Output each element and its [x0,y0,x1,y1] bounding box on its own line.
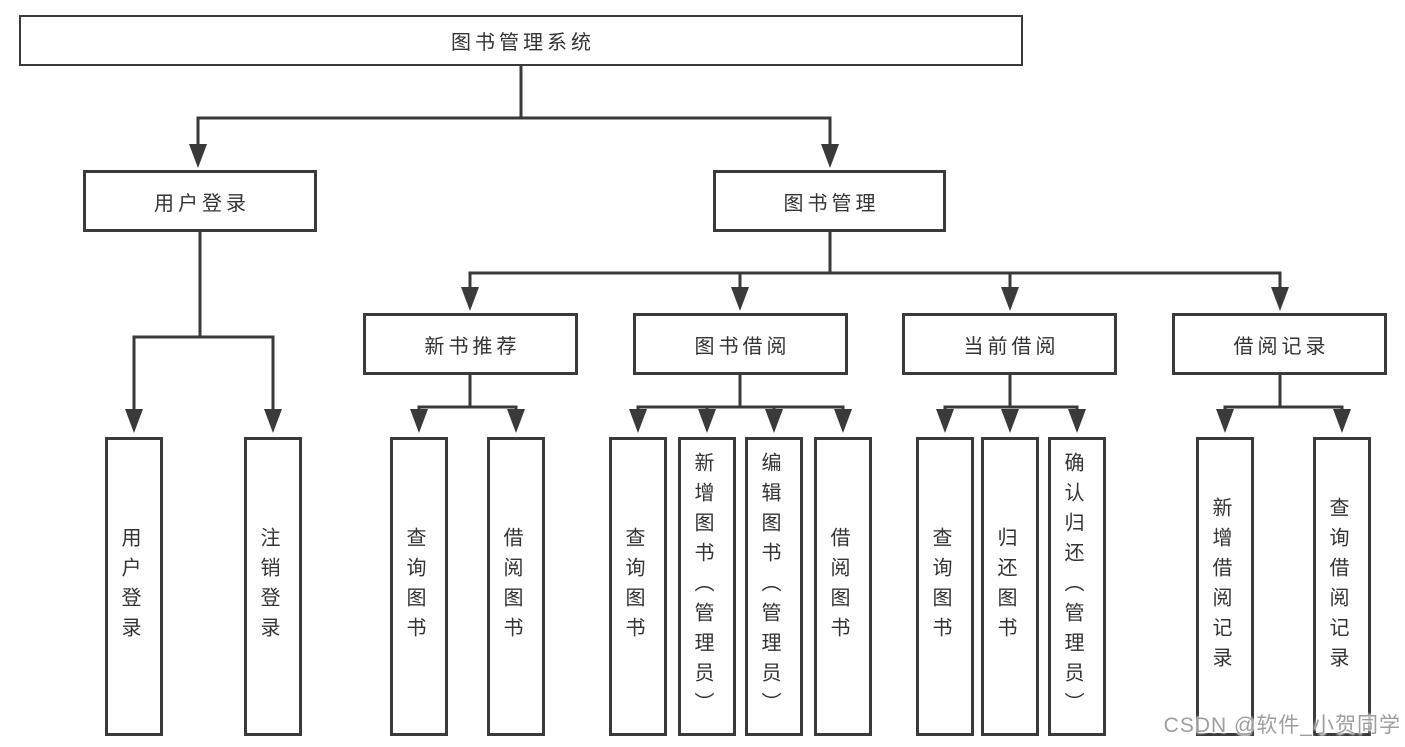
node-label: 查询图书 [403,526,425,647]
node-return-book: 归还图书 [981,437,1039,736]
node-add-borrow-record: 新增借阅记录 [1196,437,1254,736]
node-label: 当前借阅 [963,335,1060,358]
node-label: 查询借阅记录 [1326,496,1348,677]
node-user-login: 用户登录 [83,170,317,232]
node-label: 注销登录 [257,526,279,647]
node-label: 查询图书 [622,526,644,647]
node-borrow-books-leaf: 借阅图书 [814,437,872,736]
node-query-books-current: 查询图书 [916,437,974,736]
node-label: 新书推荐 [424,335,521,358]
node-label: 编辑图书（管理员） [758,451,780,722]
node-query-books-recommend: 查询图书 [390,437,448,736]
node-book-management: 图书管理 [713,170,946,232]
node-label: 用户登录 [118,526,140,647]
node-logout: 注销登录 [244,437,302,736]
node-label: 借阅图书 [500,526,522,647]
node-label: 新增借阅记录 [1209,496,1231,677]
node-edit-book-admin: 编辑图书（管理员） [745,437,803,736]
node-label: 查询图书 [929,526,951,647]
node-label: 新增图书（管理员） [691,451,713,722]
csdn-watermark: CSDN @软件_小贺同学 [1163,714,1401,737]
node-query-borrow-record: 查询借阅记录 [1313,437,1371,736]
node-label: 图书管理 [783,192,880,215]
node-label: 借阅记录 [1233,335,1330,358]
node-label: 借阅图书 [827,526,849,647]
node-query-books-borrow: 查询图书 [609,437,667,736]
node-label: 图书管理系统 [451,32,595,54]
node-user-login-leaf: 用户登录 [105,437,163,736]
node-label: 归还图书 [994,526,1016,647]
node-current-borrowing: 当前借阅 [902,313,1117,375]
node-new-book-recommend: 新书推荐 [363,313,578,375]
node-label: 确认归还（管理员） [1061,451,1083,722]
node-label: 用户登录 [154,192,250,215]
node-library-system: 图书管理系统 [19,15,1023,66]
node-label: 图书借阅 [694,335,791,358]
node-borrowing-records: 借阅记录 [1172,313,1387,375]
node-confirm-return-admin: 确认归还（管理员） [1048,437,1106,736]
node-book-borrowing: 图书借阅 [633,313,848,375]
node-borrow-books-recommend: 借阅图书 [487,437,545,736]
node-add-book-admin: 新增图书（管理员） [678,437,736,736]
